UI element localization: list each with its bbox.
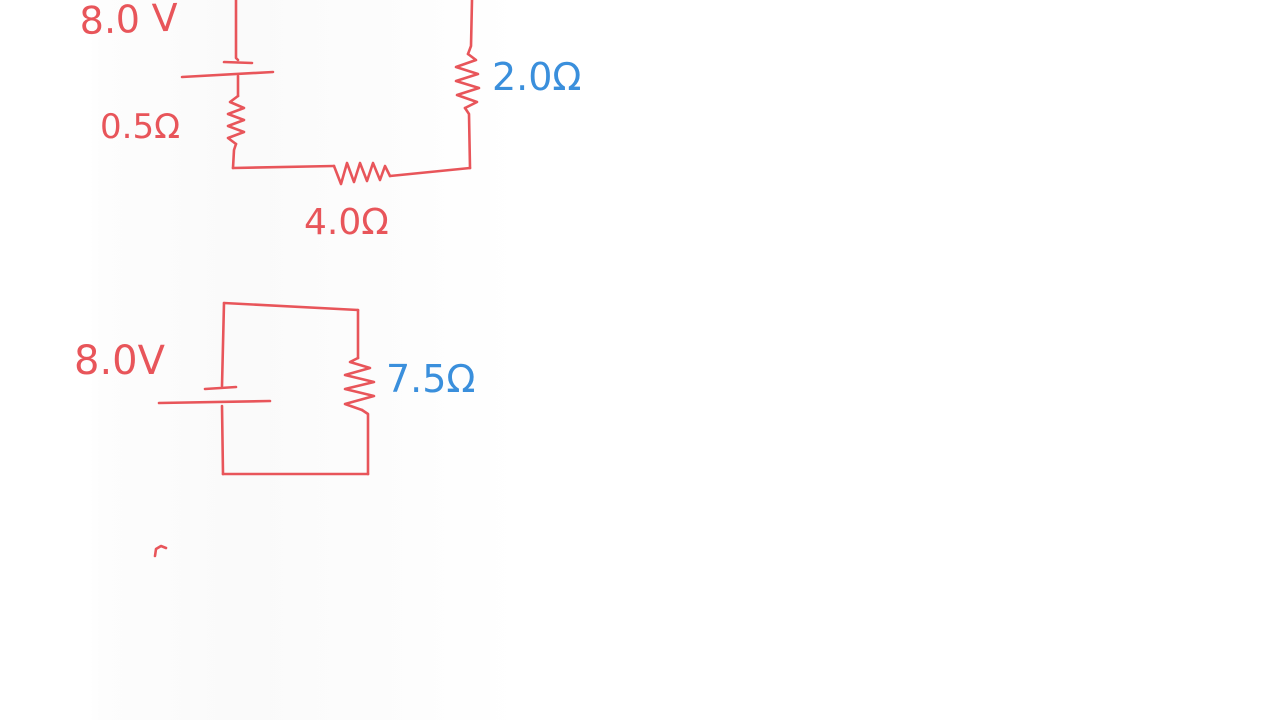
circuit-1-bottom-resistor-label: 4.0Ω [304,202,389,243]
circuit-2-resistor-zigzag [343,356,376,412]
circuit-2-top-wire [222,301,360,312]
circuit-1-battery-voltage-label: 8.0 V [79,0,179,43]
circuit-1-internal-resistance-label: 0.5Ω [100,107,180,147]
circuit-1: 8.0 V 0.5Ω 4.0Ω 2.0Ω [79,0,581,243]
circuit-1-right-lower-wire [463,106,472,170]
circuit-2-battery-short-plate [203,385,238,391]
circuit-1-bottom-wire-right [388,166,472,178]
circuit-2-left-upper-wire [220,301,226,388]
circuit-2: 8.0V 7.5Ω [74,301,475,476]
circuit-1-battery-long-plate [180,70,275,79]
circuit-2-battery-long-plate [157,399,272,405]
circuit-1-bottom-wire-left [231,164,336,170]
circuit-2-battery-voltage-label: 8.0V [74,338,166,384]
circuit-1-right-resistor-zigzag [454,52,481,110]
circuit-1-bottom-resistor-zigzag [332,161,392,186]
circuit-2-resistor-label: 7.5Ω [386,357,475,401]
circuit-1-right-top-wire [466,0,474,56]
circuit-1-battery-short-plate [222,60,254,65]
circuit-2-left-lower-wire [220,404,225,476]
circuit-1-left-bottom-wire [231,142,238,170]
pen-stroke-mark [153,544,168,558]
circuit-1-internal-resistor-zigzag [226,94,246,146]
circuit-1-right-resistor-label: 2.0Ω [492,55,581,99]
circuit-2-right-lower-wire [360,408,370,476]
circuit-1-left-top-wire [234,0,240,62]
